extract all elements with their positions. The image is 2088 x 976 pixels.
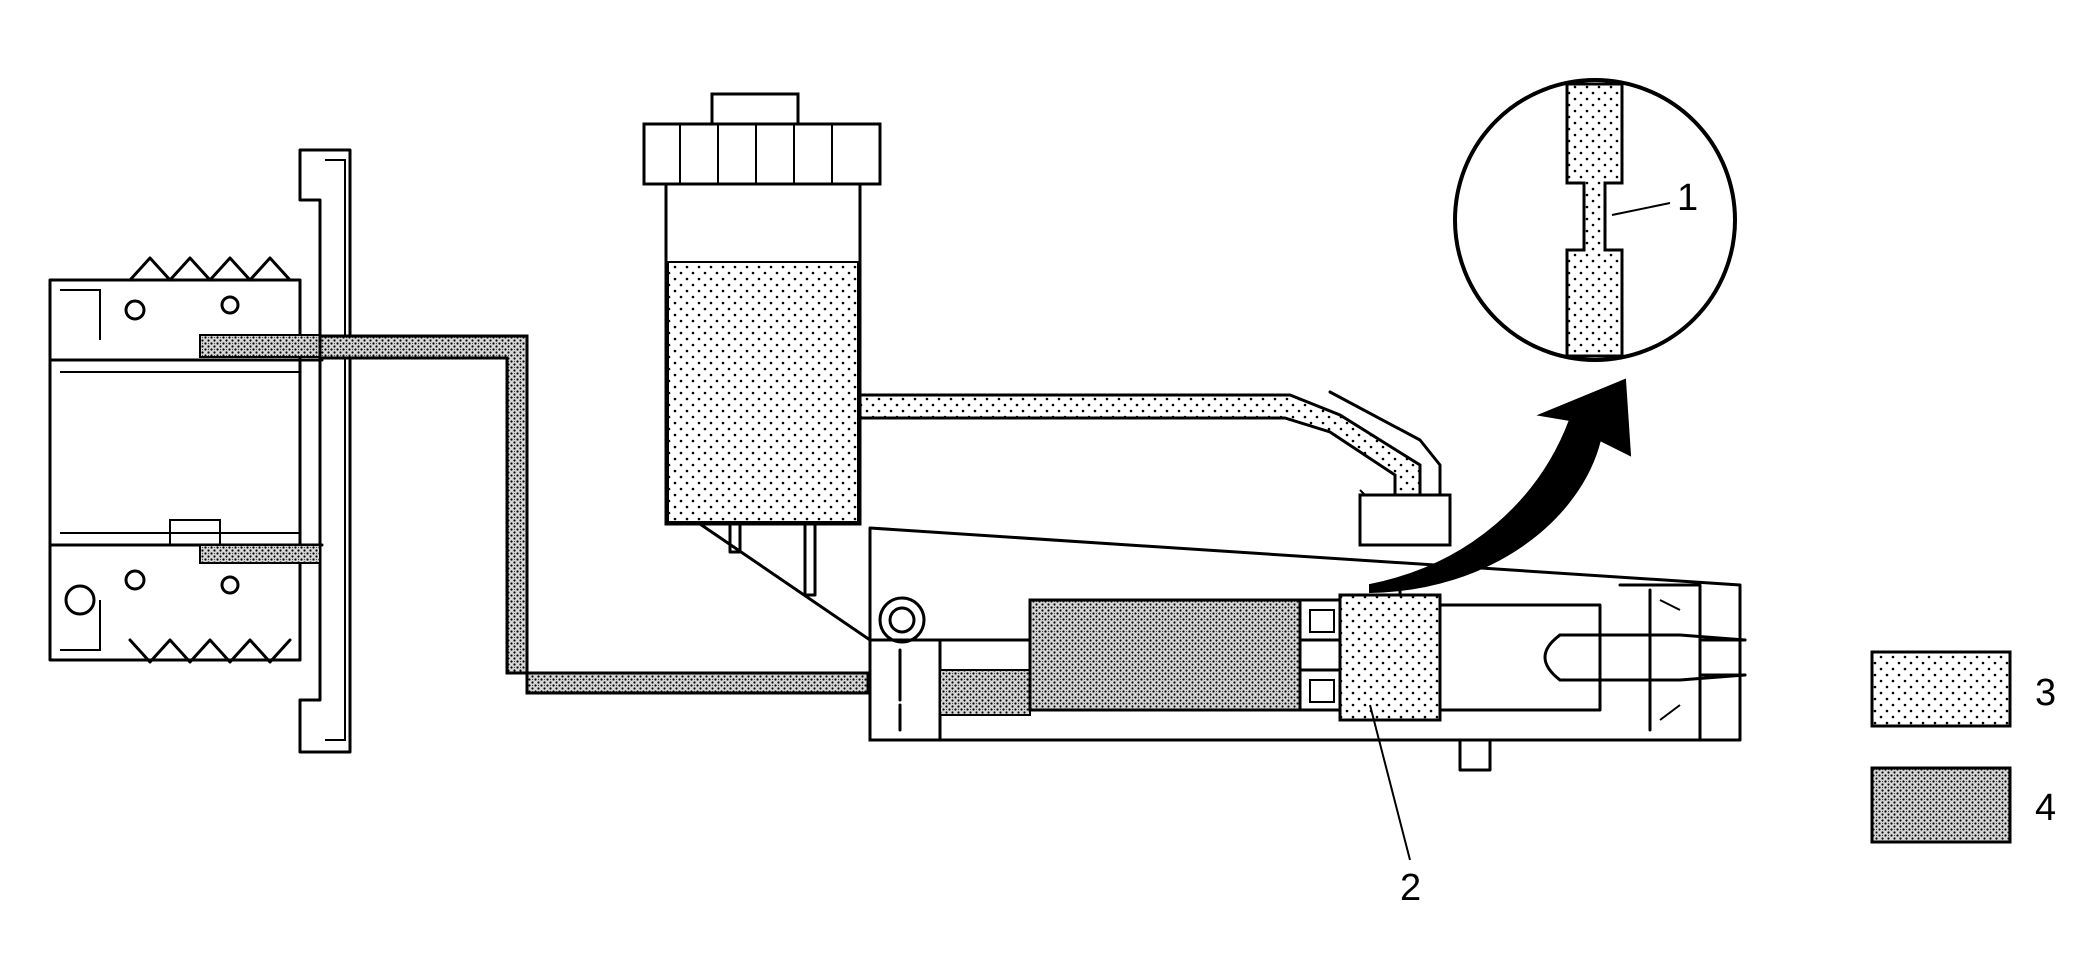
legend-swatch-sparse-dots (1870, 650, 2012, 728)
fluid-reservoir (642, 92, 882, 642)
callout-2-label: 2 (1400, 867, 1421, 909)
feed-hose (858, 393, 1422, 542)
legend-label-3: 3 (2035, 672, 2056, 714)
magnified-detail (1453, 78, 1737, 362)
callout-1-label: 1 (1677, 177, 1698, 219)
pressure-chamber (1028, 598, 1302, 712)
pressure-line (318, 334, 870, 695)
legend-label-4: 4 (2035, 787, 2056, 829)
master-cylinder (868, 526, 1747, 772)
detail-arrow (1369, 378, 1632, 594)
slave-cylinder (48, 148, 352, 754)
legend: 3 4 (1870, 650, 2056, 844)
legend-swatch-dense-stipple (1870, 766, 2012, 844)
